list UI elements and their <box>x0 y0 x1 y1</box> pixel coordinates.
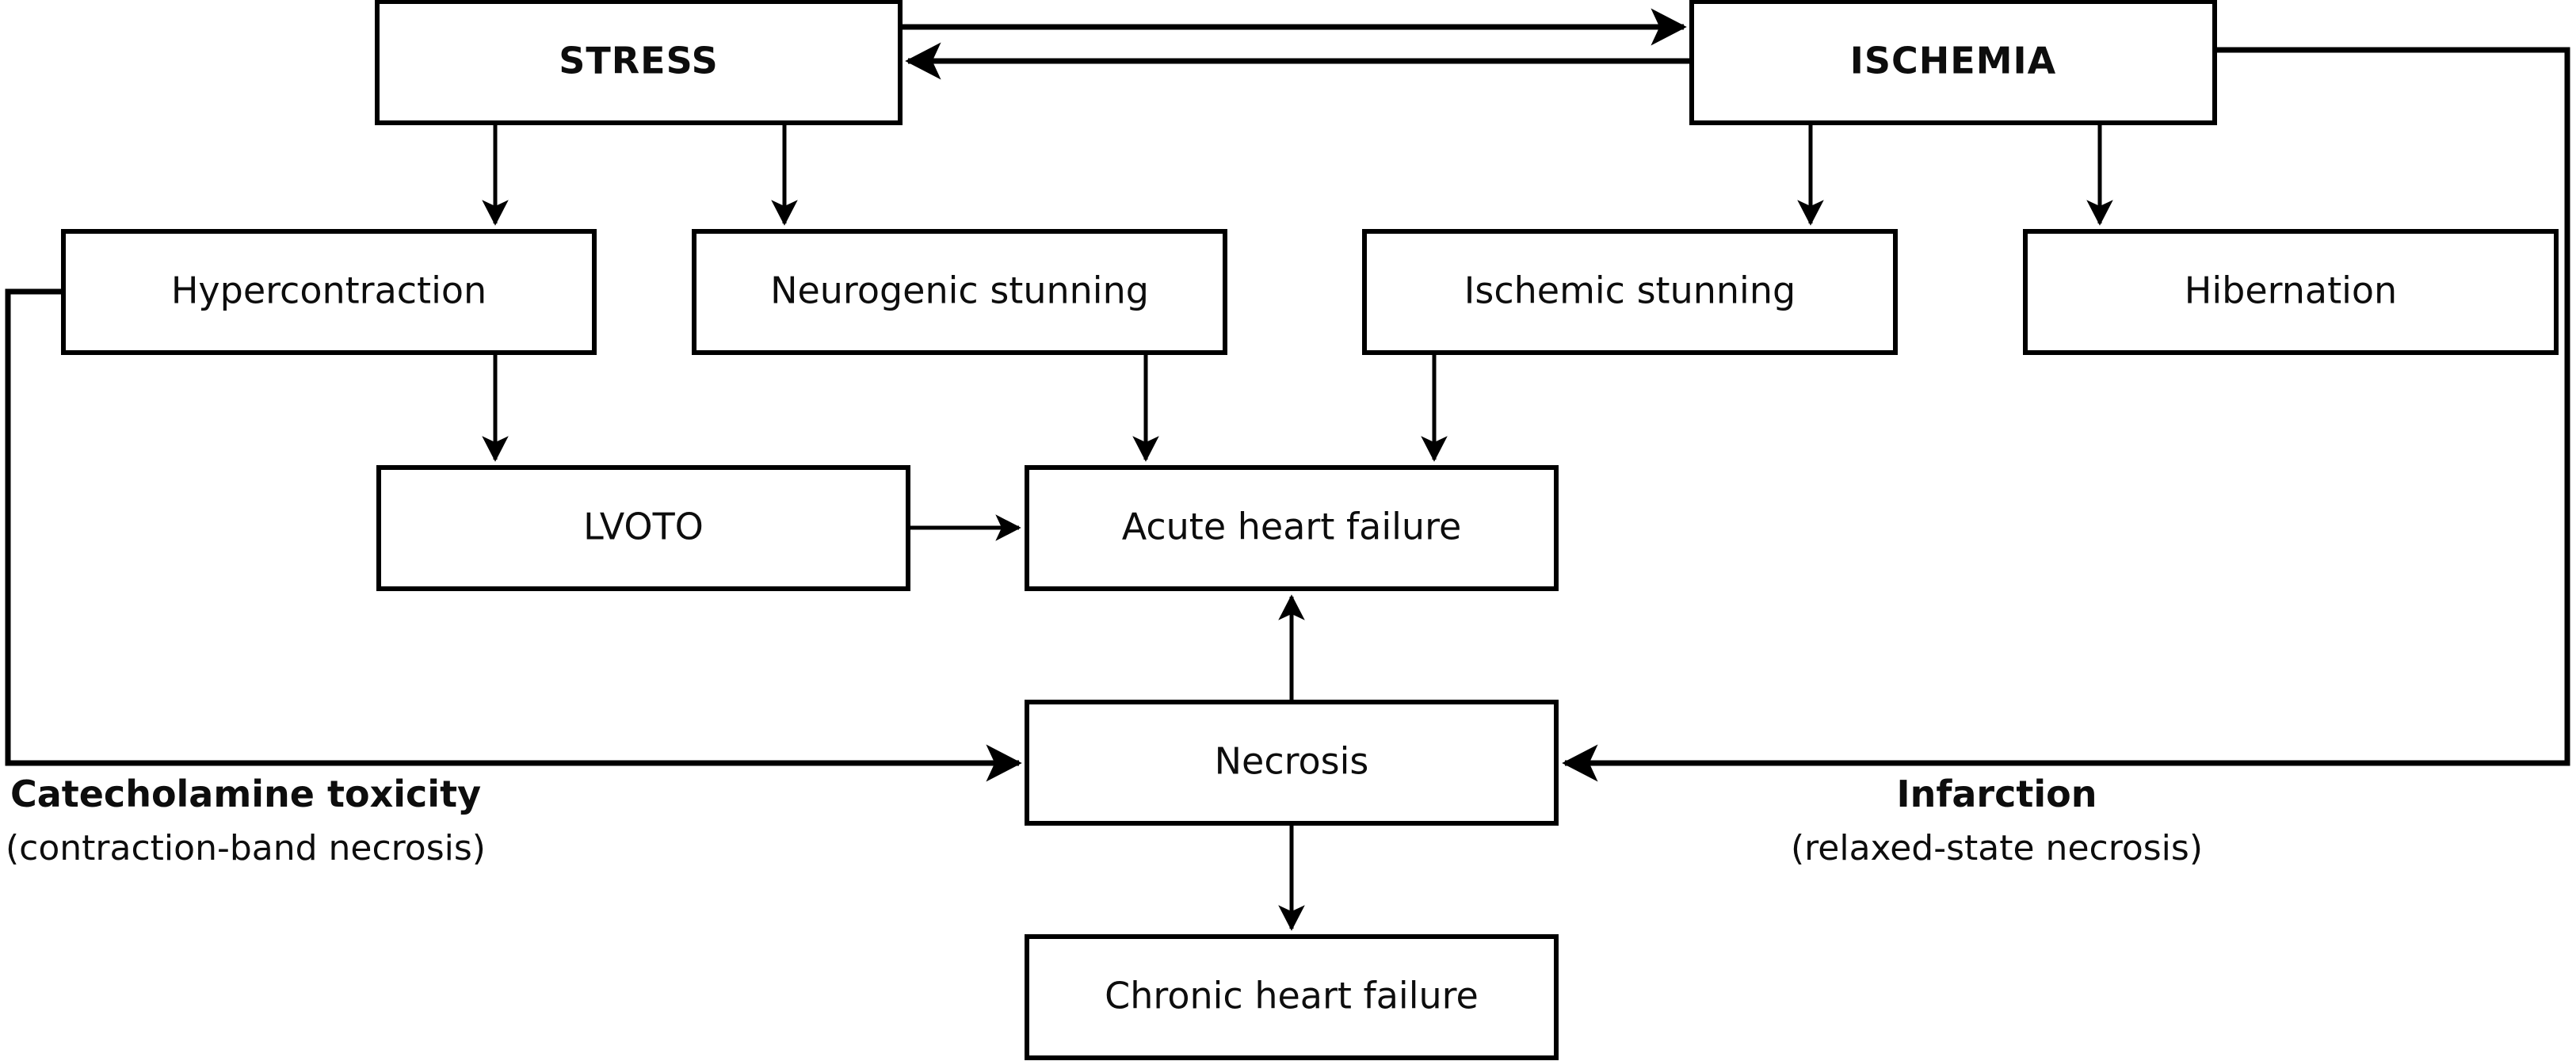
node-chronic-heart-failure-label: Chronic heart failure <box>1105 975 1479 1017</box>
node-ischemic-stunning-box[interactable] <box>1362 229 1898 355</box>
edge-layer <box>5 8 2570 931</box>
annotation-catecholamine-toxicity-subtitle: (contraction-band necrosis) <box>6 828 486 868</box>
annotation-layer: Catecholamine toxicity (contraction-band… <box>6 773 2203 868</box>
annotation-catecholamine-toxicity-title: Catecholamine toxicity <box>10 773 481 815</box>
annotation-infarction-title: Infarction <box>1897 773 2097 815</box>
node-stress-label: STRESS <box>559 40 719 82</box>
node-stress[interactable]: STRESS <box>375 0 903 125</box>
node-lvoto-label: LVOTO <box>583 506 704 548</box>
node-acute-heart-failure-label: Acute heart failure <box>1122 506 1462 548</box>
node-necrosis-box[interactable] <box>1025 700 1559 826</box>
node-layer: STRESS ISCHEMIA Hypercontraction Neuroge… <box>61 0 2559 1060</box>
edge-hypercontraction-to-necrosis-left-loop <box>5 288 1022 782</box>
node-lvoto[interactable]: LVOTO <box>376 465 910 591</box>
node-ischemic-stunning-label: Ischemic stunning <box>1464 269 1796 312</box>
node-chronic-heart-failure[interactable]: Chronic heart failure <box>1025 934 1559 1060</box>
node-hypercontraction[interactable]: Hypercontraction <box>61 229 597 355</box>
node-acute-heart-failure[interactable]: Acute heart failure <box>1025 465 1559 591</box>
node-neurogenic-stunning[interactable]: Neurogenic stunning <box>692 229 1227 355</box>
node-neurogenic-stunning-box[interactable] <box>692 229 1227 355</box>
node-chronic-heart-failure-box[interactable] <box>1025 934 1559 1060</box>
node-ischemia[interactable]: ISCHEMIA <box>1689 0 2217 125</box>
annotation-infarction-subtitle: (relaxed-state necrosis) <box>1791 828 2203 868</box>
node-acute-heart-failure-box[interactable] <box>1025 465 1559 591</box>
node-stress-box[interactable] <box>375 0 903 125</box>
node-lvoto-box[interactable] <box>376 465 910 591</box>
node-neurogenic-stunning-label: Neurogenic stunning <box>770 269 1149 312</box>
node-hypercontraction-label: Hypercontraction <box>171 269 487 312</box>
node-necrosis-label: Necrosis <box>1215 740 1369 783</box>
node-necrosis[interactable]: Necrosis <box>1025 700 1559 826</box>
node-ischemia-box[interactable] <box>1689 0 2217 125</box>
node-ischemic-stunning[interactable]: Ischemic stunning <box>1362 229 1898 355</box>
node-hypercontraction-box[interactable] <box>61 229 597 355</box>
annotation-catecholamine-toxicity: Catecholamine toxicity (contraction-band… <box>6 773 486 868</box>
annotation-infarction: Infarction (relaxed-state necrosis) <box>1791 773 2203 868</box>
node-hibernation[interactable]: Hibernation <box>2023 229 2559 355</box>
edge-ischemia-to-necrosis-right-loop <box>1562 47 2570 782</box>
node-hibernation-label: Hibernation <box>2185 269 2397 312</box>
node-ischemia-label: ISCHEMIA <box>1850 40 2056 82</box>
node-hibernation-box[interactable] <box>2023 229 2559 355</box>
